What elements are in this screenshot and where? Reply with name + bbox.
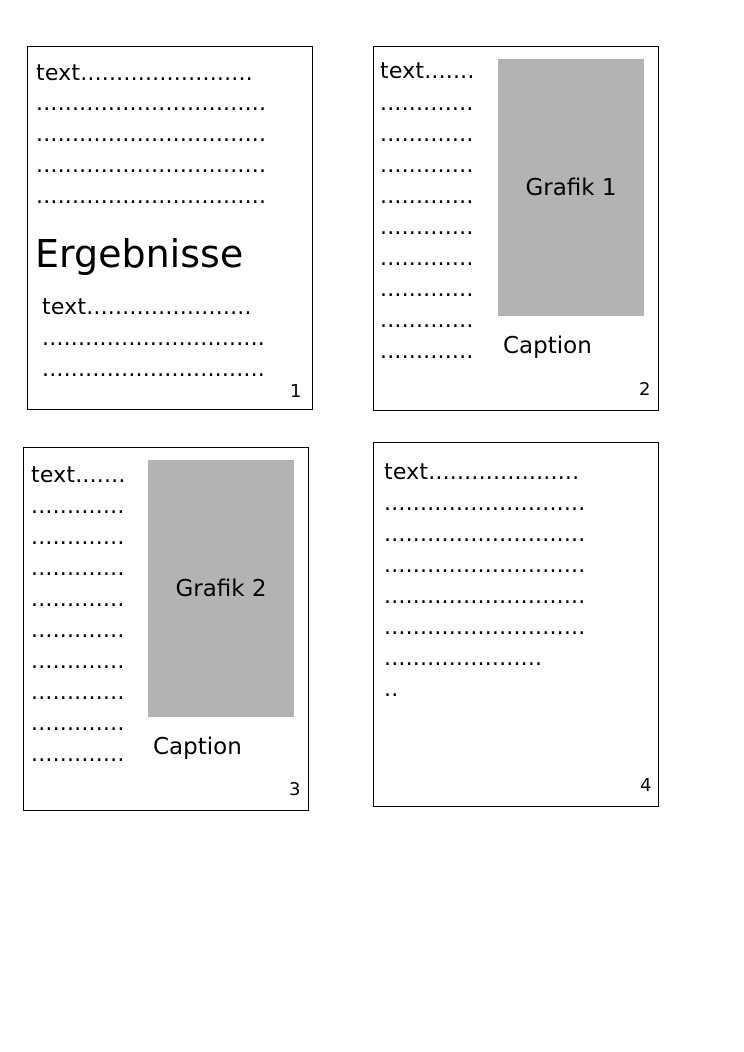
page-3: text....... ............. ............. … (23, 447, 309, 811)
text-line: ............. (31, 682, 125, 704)
text-line: ............................ (384, 586, 586, 608)
text-line: ................................ (36, 186, 267, 208)
text-line: ............. (31, 620, 125, 642)
text-line: ............. (380, 155, 474, 177)
page-number: 4 (640, 775, 652, 796)
text-line: ............. (380, 341, 474, 363)
text-line: ............................... (42, 328, 265, 350)
text-line: ................................ (36, 124, 267, 146)
text-line: ............. (31, 589, 125, 611)
section-heading: Ergebnisse (35, 232, 244, 276)
page-number: 3 (289, 779, 301, 800)
text-line: ............. (31, 558, 125, 580)
text-line: ............................ (384, 493, 586, 515)
text-line: ............................ (384, 524, 586, 546)
text-line: ............. (380, 124, 474, 146)
text-line: ...................... (384, 648, 543, 670)
page-4: text..................... ..............… (373, 442, 659, 807)
text-line: ............. (380, 93, 474, 115)
text-line: ............................ (384, 555, 586, 577)
graphic-label: Grafik 1 (525, 174, 617, 201)
text-line: ............. (31, 744, 125, 766)
text-line: text....................... (42, 297, 252, 319)
text-line: ............................ (384, 617, 586, 639)
text-line: ............. (380, 248, 474, 270)
graphic-placeholder: Grafik 2 (148, 460, 294, 717)
graphic-label: Grafik 2 (175, 575, 267, 602)
graphic-placeholder: Grafik 1 (498, 59, 644, 316)
text-line: ............. (380, 217, 474, 239)
text-line: text....... (31, 465, 126, 487)
page-2: text....... ............. ............. … (373, 46, 659, 411)
text-line: ............. (380, 186, 474, 208)
page-number: 1 (290, 381, 302, 402)
text-line: ............................... (42, 359, 265, 381)
text-line: text....... (380, 61, 475, 83)
text-line: ............. (380, 310, 474, 332)
text-line: .. (384, 679, 399, 701)
text-line: ............. (380, 279, 474, 301)
figure-caption: Caption (153, 734, 242, 760)
text-line: text........................ (36, 63, 253, 85)
text-line: ................................ (36, 93, 267, 115)
text-line: ............. (31, 651, 125, 673)
text-line: ................................ (36, 155, 267, 177)
text-line: text..................... (384, 462, 580, 484)
figure-caption: Caption (503, 333, 592, 359)
page-number: 2 (639, 379, 651, 400)
page-1: text........................ ...........… (27, 46, 313, 410)
text-line: ............. (31, 713, 125, 735)
text-line: ............. (31, 496, 125, 518)
text-line: ............. (31, 527, 125, 549)
